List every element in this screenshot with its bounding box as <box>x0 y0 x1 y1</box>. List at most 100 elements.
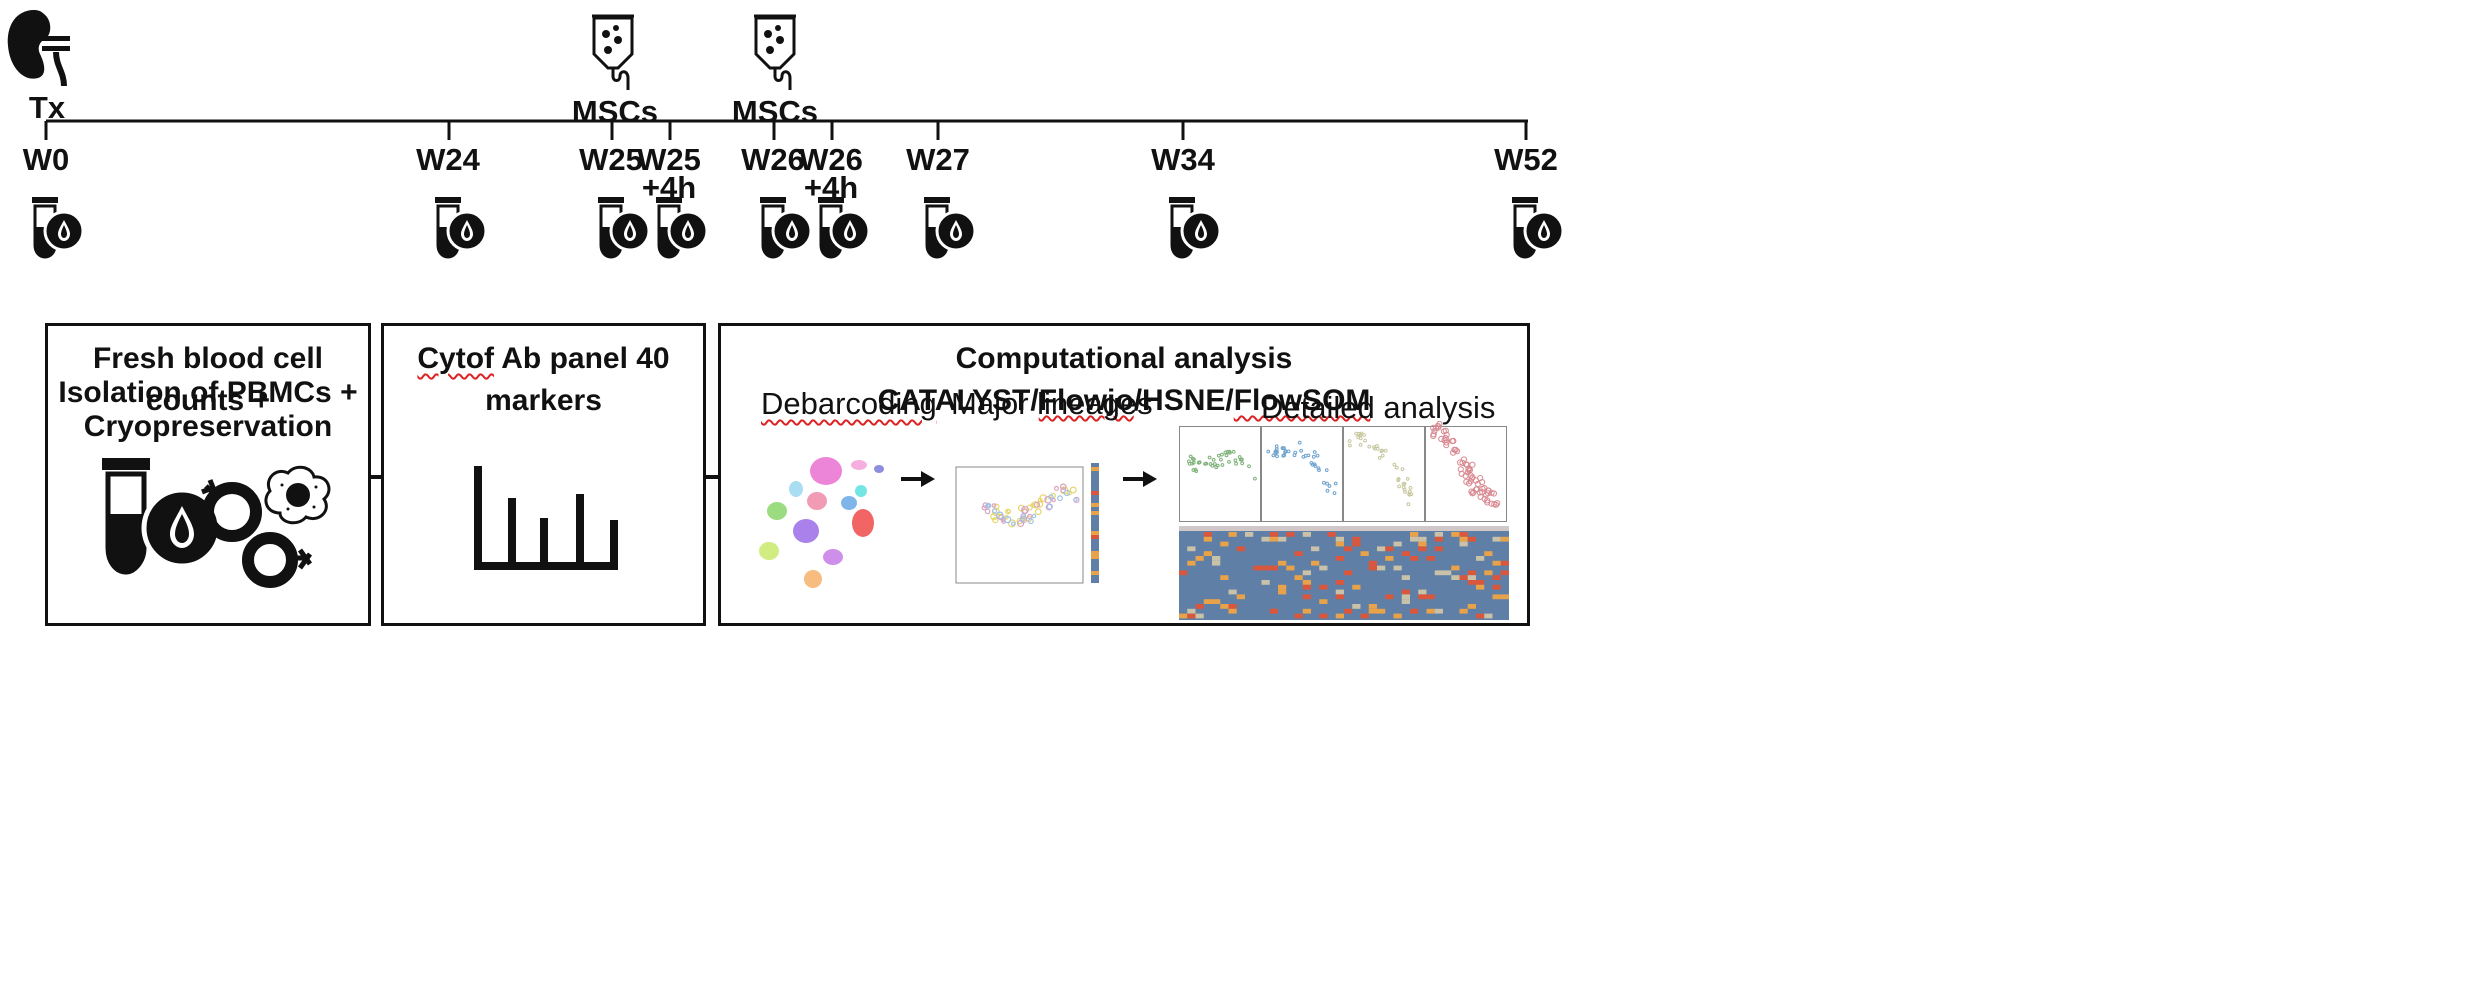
hsne-point <box>1282 453 1287 458</box>
tsne-cluster <box>759 542 779 560</box>
heatmap-cell <box>1418 536 1427 542</box>
heatmap-cell <box>1286 532 1295 537</box>
panel-title-part: Computational analysis CATALYST/ <box>877 342 1293 417</box>
heatmap-cell <box>1245 532 1254 537</box>
heatmap-cell <box>1434 608 1443 614</box>
heatmap-cell <box>1459 536 1468 542</box>
heatmap-cell <box>1360 613 1369 619</box>
heatmap-cell <box>1294 613 1303 619</box>
hsne-point <box>1400 467 1405 471</box>
lineage-point <box>1031 501 1039 509</box>
heatmap-cell <box>1091 475 1099 479</box>
hsne-point <box>1442 427 1449 434</box>
panel-title-line: Cryopreservation <box>83 410 333 443</box>
blood-tube-icon <box>32 197 85 259</box>
heatmap-cell <box>1187 546 1196 552</box>
macrophage-icon <box>264 465 331 525</box>
heatmap-cell <box>1195 556 1204 561</box>
hsne-frame <box>1261 426 1343 522</box>
hsne-point <box>1375 444 1379 448</box>
heatmap-cell <box>1203 536 1212 542</box>
heatmap-cell <box>1393 541 1402 547</box>
lineage-point <box>1034 508 1042 516</box>
heatmap-cell <box>1091 499 1099 503</box>
heatmap-cell <box>1091 535 1099 539</box>
heatmap-cell <box>1091 471 1099 475</box>
heatmap-cell <box>1360 551 1369 556</box>
heatmap-cell <box>1401 575 1410 580</box>
hsne-point <box>1394 465 1399 470</box>
hsne-point <box>1191 468 1196 472</box>
heatmap-cell <box>1091 531 1099 535</box>
heatmap-cell <box>1091 539 1099 543</box>
heatmap-cell <box>1368 608 1377 614</box>
hsne-point <box>1354 431 1359 436</box>
heatmap-cell <box>1091 559 1099 563</box>
hsne-point <box>1283 449 1288 454</box>
heatmap-cell <box>1091 519 1099 523</box>
time-point-label: W52 <box>1494 142 1558 177</box>
heatmap-cell <box>1335 536 1344 542</box>
hsne-point <box>1405 477 1410 481</box>
heatmap-cell <box>1426 556 1435 561</box>
heatmap-cell <box>1401 594 1410 600</box>
heatmap-cell <box>1476 580 1485 585</box>
panel-title-line: Fresh blood cell counts + <box>92 342 324 417</box>
hsne-point <box>1488 500 1495 507</box>
tsne-cluster <box>823 549 843 565</box>
heatmap-cell <box>1418 546 1427 552</box>
heatmap-cell <box>1212 556 1221 561</box>
heatmap-cell <box>1091 487 1099 491</box>
hsne-point <box>1443 439 1450 446</box>
hsne-point <box>1380 448 1385 453</box>
hsne-point <box>1380 453 1385 458</box>
lymphocyte-icon <box>242 532 313 588</box>
plot-frame <box>955 466 1084 584</box>
hsne-point <box>1383 448 1388 453</box>
heatmap-cell <box>1319 584 1328 590</box>
heatmap-cell <box>1451 532 1460 537</box>
tsne-cluster <box>804 570 822 588</box>
lineage-point <box>1019 517 1025 523</box>
transplant-label: Tx <box>28 90 66 125</box>
heatmap-cell <box>1492 560 1501 566</box>
heatmap-cell <box>1091 491 1099 495</box>
heatmap-cell <box>1302 532 1311 537</box>
heatmap-cell <box>1091 571 1099 575</box>
lineage-point <box>1004 515 1009 520</box>
iv-bag-icon <box>592 14 634 90</box>
lineage-point <box>1057 495 1063 502</box>
lineage-point <box>991 503 997 508</box>
heatmap-cell <box>1179 570 1188 576</box>
hsne-point <box>1397 484 1402 489</box>
heatmap-cell <box>1335 589 1344 595</box>
blood-tube-icon <box>656 197 709 259</box>
hsne-point <box>1191 460 1196 465</box>
heatmap-cell <box>1484 551 1493 556</box>
heatmap-cell <box>1451 575 1460 580</box>
hsne-point <box>1477 475 1484 482</box>
heatmap-cell <box>1377 565 1386 571</box>
heatmap-cell <box>1352 541 1361 547</box>
lymphocyte-icon <box>201 479 262 542</box>
heatmap-cell <box>1302 608 1311 614</box>
blood-tube-icon <box>1169 197 1222 259</box>
heatmap-cell <box>1492 584 1501 590</box>
blood-tube-icon <box>924 197 977 259</box>
hsne-point <box>1347 439 1352 443</box>
hsne-point <box>1403 490 1408 494</box>
heatmap-cell <box>1467 580 1476 585</box>
heatmap-cell <box>1492 575 1501 580</box>
heatmap-cell <box>1091 551 1099 555</box>
panel-title: Computational analysis CATALYST/Flowjo/H… <box>721 338 1527 422</box>
lineage-point <box>993 503 1000 510</box>
hsne-point <box>1469 490 1476 497</box>
blood-tube-icon <box>435 197 488 259</box>
right-arrow-icon <box>901 471 935 487</box>
hsne-point <box>1240 457 1244 462</box>
heatmap-cell <box>1410 608 1419 614</box>
panel-title: Cytof Ab panel 40 markers <box>384 338 703 422</box>
detailed-analysis-heatmap <box>1179 526 1509 620</box>
heatmap-cell <box>1278 589 1287 595</box>
heatmap-cell <box>1467 604 1476 609</box>
